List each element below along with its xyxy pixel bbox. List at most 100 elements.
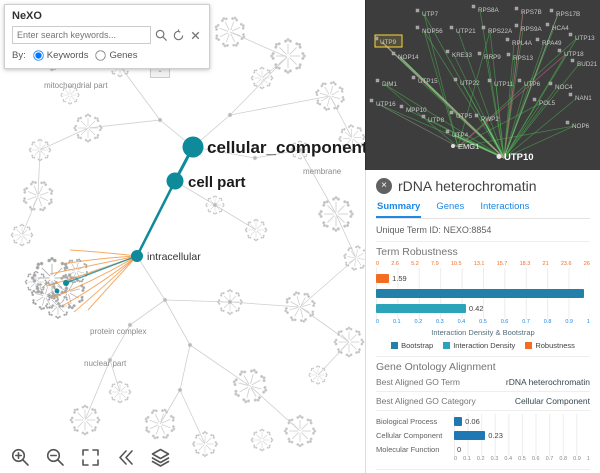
gene-node[interactable]: UTP22 — [453, 77, 480, 87]
term-node-cell-part[interactable] — [166, 172, 184, 190]
svg-text:EMG1: EMG1 — [458, 142, 479, 151]
gene-node-selected[interactable]: UTP9 — [374, 36, 397, 46]
svg-text:UTP7: UTP7 — [422, 11, 439, 18]
zoom-in-icon[interactable] — [8, 445, 32, 469]
gene-node[interactable]: UTP18 — [557, 48, 584, 58]
search-panel: NeXO By: Keywords Gen — [4, 4, 210, 69]
svg-text:UTP22: UTP22 — [460, 80, 480, 87]
gene-node[interactable]: RPL4A — [505, 37, 533, 47]
zoom-out-icon[interactable] — [43, 445, 67, 469]
gene-node[interactable]: NOC4 — [548, 81, 573, 91]
svg-text:UTP4: UTP4 — [452, 132, 469, 139]
gene-node[interactable]: NAN1 — [568, 92, 592, 102]
svg-text:MPP10: MPP10 — [406, 107, 427, 114]
svg-text:UTP11: UTP11 — [494, 81, 514, 88]
svg-text:RPS9A: RPS9A — [521, 26, 542, 33]
gene-node[interactable]: RPA49 — [535, 37, 562, 47]
gene-node-hub[interactable]: UTP10 — [496, 152, 534, 163]
gene-node[interactable]: RPS13 — [506, 52, 533, 62]
section-go-alignment: Gene Ontology Alignment — [376, 356, 590, 373]
go-category-row: Best Aligned GO Category Cellular Compon… — [376, 392, 590, 411]
fit-to-screen-icon[interactable] — [78, 445, 102, 469]
gene-node[interactable]: RPS8A — [471, 4, 499, 14]
gene-node[interactable]: UTP4 — [445, 129, 469, 139]
svg-text:UTP13: UTP13 — [575, 35, 595, 42]
search-by-keywords-option[interactable]: Keywords — [32, 49, 88, 62]
search-by-genes-option[interactable]: Genes — [94, 49, 137, 62]
layers-icon[interactable] — [148, 445, 172, 469]
svg-text:RPS13: RPS13 — [513, 55, 533, 62]
gene-node[interactable]: DIM1 — [375, 78, 398, 88]
tab-summary[interactable]: Summary — [376, 201, 422, 218]
close-icon[interactable]: × — [376, 178, 392, 194]
search-icon[interactable] — [155, 29, 168, 42]
genes-radio[interactable] — [95, 50, 107, 61]
svg-text:RPS8A: RPS8A — [478, 7, 499, 14]
svg-text:NOP6: NOP6 — [572, 123, 590, 130]
svg-text:NAN1: NAN1 — [575, 95, 592, 102]
term-node-cluster-a[interactable] — [63, 280, 69, 286]
svg-text:UTP15: UTP15 — [418, 78, 438, 85]
term-node-intracellular[interactable] — [131, 250, 143, 262]
section-biological-process: Biological Process — [376, 469, 590, 473]
svg-text:NOP14: NOP14 — [398, 54, 419, 61]
gene-node-hub-secondary[interactable]: EMG1 — [451, 142, 479, 151]
section-term-robustness: Term Robustness — [376, 241, 590, 258]
svg-text:RRP9: RRP9 — [484, 54, 501, 61]
collapse-tree-icon[interactable] — [113, 445, 137, 469]
gene-node[interactable]: PWP2 — [474, 113, 499, 123]
selected-term-path — [54, 136, 204, 294]
gene-node[interactable]: NOP6 — [565, 120, 590, 130]
gene-node[interactable]: POL5 — [532, 97, 556, 107]
search-panel-collapse-handle[interactable]: ⌄ — [150, 67, 170, 78]
term-title: rDNA heterochromatin — [398, 178, 537, 194]
gene-node[interactable]: UTP16 — [369, 98, 396, 108]
refresh-icon[interactable] — [172, 28, 185, 42]
tree-label-cell-part: cell part — [188, 174, 246, 191]
gene-node[interactable]: MPP10 — [399, 104, 427, 114]
clear-search-icon[interactable] — [189, 29, 202, 42]
search-by-label: By: — [12, 50, 26, 61]
gene-node[interactable]: UTP21 — [449, 25, 476, 35]
gene-node[interactable]: RPS9A — [514, 23, 542, 33]
svg-text:NOC4: NOC4 — [555, 84, 573, 91]
robustness-axis-title: Interaction Density & Bootstrap — [431, 328, 535, 337]
gene-node[interactable]: UTP13 — [568, 32, 595, 42]
term-detail-panel: × rDNA heterochromatin Summary Genes Int… — [365, 170, 600, 473]
gene-node[interactable]: UTP5 — [449, 110, 473, 120]
gene-node[interactable]: RPS7B — [514, 6, 542, 16]
gene-node[interactable]: UTP7 — [415, 8, 439, 18]
keywords-radio[interactable] — [33, 50, 44, 61]
gene-node[interactable]: UTP6 — [517, 78, 541, 88]
gene-node[interactable]: RPS17B — [549, 8, 580, 18]
app-title: NeXO — [12, 10, 42, 22]
go-alignment-chart: Biological Process 0.06 Cellular Compone… — [376, 414, 590, 463]
alignment-edges-orange — [45, 249, 138, 313]
term-node-cluster-b[interactable] — [54, 288, 60, 294]
tree-label-intracellular: intracellular — [147, 251, 201, 263]
gene-node[interactable]: KRE33 — [445, 49, 472, 59]
gene-node[interactable]: UTP8 — [421, 114, 445, 124]
gene-node[interactable]: RPS22A — [481, 25, 513, 35]
gene-node[interactable]: HCA4 — [545, 22, 569, 32]
gene-node[interactable]: NOP14 — [391, 51, 419, 61]
tab-interactions[interactable]: Interactions — [480, 201, 530, 212]
svg-text:UTP18: UTP18 — [564, 51, 584, 58]
gene-node[interactable]: UTP15 — [411, 75, 438, 85]
gene-node[interactable]: NOP56 — [415, 25, 443, 35]
interaction-network-panel[interactable]: UTP7 RPS8A RPS7B RPS17B UTP13 UTP9 NOP56… — [365, 0, 600, 170]
svg-text:KRE33: KRE33 — [452, 52, 472, 59]
search-input[interactable] — [12, 26, 151, 44]
term-node-cellular-component[interactable] — [182, 136, 204, 158]
gene-node[interactable]: RRP9 — [477, 51, 501, 61]
svg-text:HCA4: HCA4 — [552, 25, 569, 32]
tree-label-nuclear-part: nuclear part — [84, 359, 127, 368]
tab-genes[interactable]: Genes — [436, 201, 465, 212]
gene-node[interactable]: BUD21 — [570, 58, 598, 68]
gene-node[interactable]: UTP11 — [487, 78, 514, 88]
tree-cluster-dense — [20, 256, 91, 319]
